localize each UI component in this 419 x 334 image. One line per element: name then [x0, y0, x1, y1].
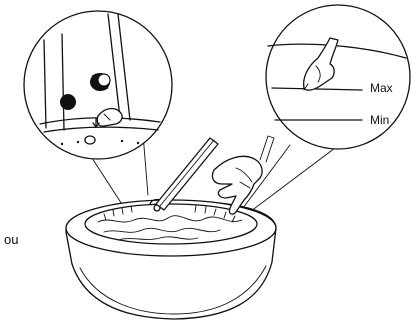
hot-tub	[66, 200, 276, 320]
max-label: Max	[370, 81, 393, 95]
min-label: Min	[370, 113, 389, 127]
left-detail-circle	[24, 11, 172, 159]
drain-valve-icon	[90, 73, 110, 91]
partial-caption-text: ou	[4, 232, 18, 247]
right-detail-circle	[266, 5, 410, 149]
fill-hose	[156, 138, 218, 210]
drain-hole	[60, 94, 76, 110]
hand-icon	[212, 136, 274, 214]
